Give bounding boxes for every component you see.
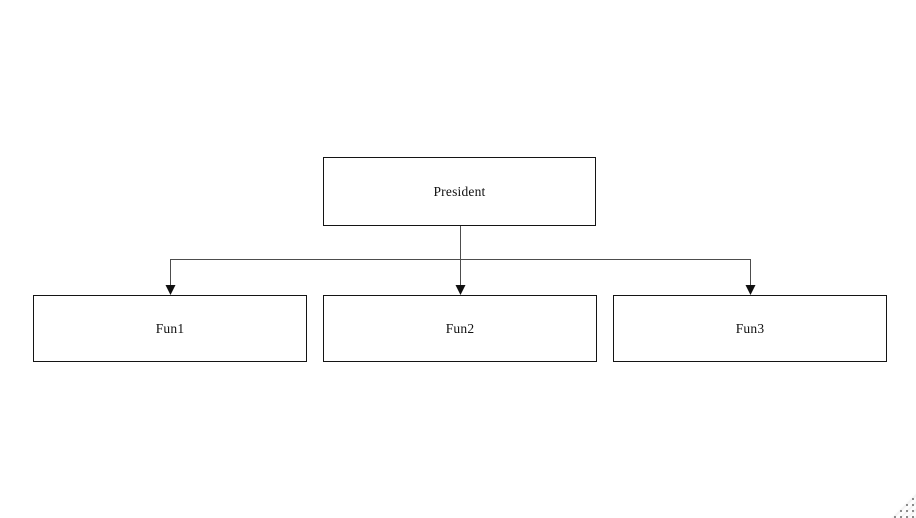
window-resize-grip[interactable] bbox=[890, 492, 916, 518]
node-fun3[interactable]: Fun3 bbox=[613, 295, 887, 362]
node-president-label: President bbox=[433, 183, 486, 199]
node-fun1-label: Fun1 bbox=[155, 320, 185, 336]
node-president[interactable]: President bbox=[323, 157, 596, 226]
arrowhead-fun2 bbox=[455, 285, 466, 295]
node-fun1[interactable]: Fun1 bbox=[33, 295, 307, 362]
node-fun3-label: Fun3 bbox=[735, 320, 765, 336]
arrowhead-fun3 bbox=[745, 285, 756, 295]
arrowhead-fun1 bbox=[165, 285, 176, 295]
resize-grip-dots-icon bbox=[894, 498, 914, 518]
node-fun2-label: Fun2 bbox=[445, 320, 475, 336]
node-fun2[interactable]: Fun2 bbox=[323, 295, 597, 362]
